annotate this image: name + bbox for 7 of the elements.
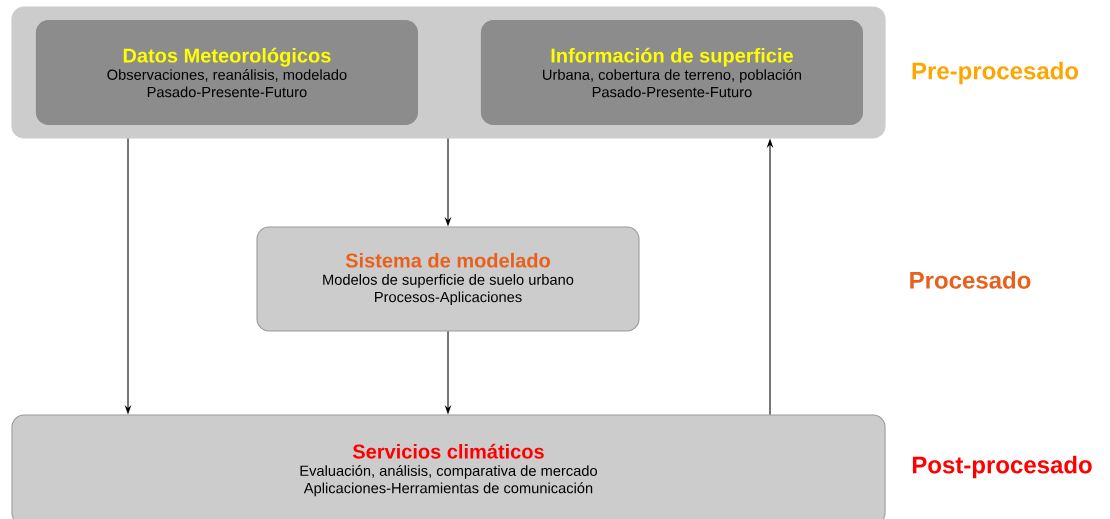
process-box: Sistema de modelado Modelos de superficie de suelo urbano Procesos-Aplicaciones: [256, 226, 640, 332]
stage-label: Procesado: [910, 271, 1031, 289]
process-box: Datos Meteorológicos Observaciones, reanálisis, modelado Pasado-Presente-Futuro: [35, 19, 418, 126]
stage-label: Pre-procesado: [912, 61, 1079, 85]
stage-label: Post-procesado: [912, 455, 1092, 479]
process-box: Servicios climáticos Evaluación, análisis, comparativa de mercado Aplicaciones-Herramientas de comunicación: [11, 414, 886, 519]
process-box: Información de superficie Urbana, cobertura de terreno, población Pasado-Presente-Futuro: [480, 19, 863, 126]
